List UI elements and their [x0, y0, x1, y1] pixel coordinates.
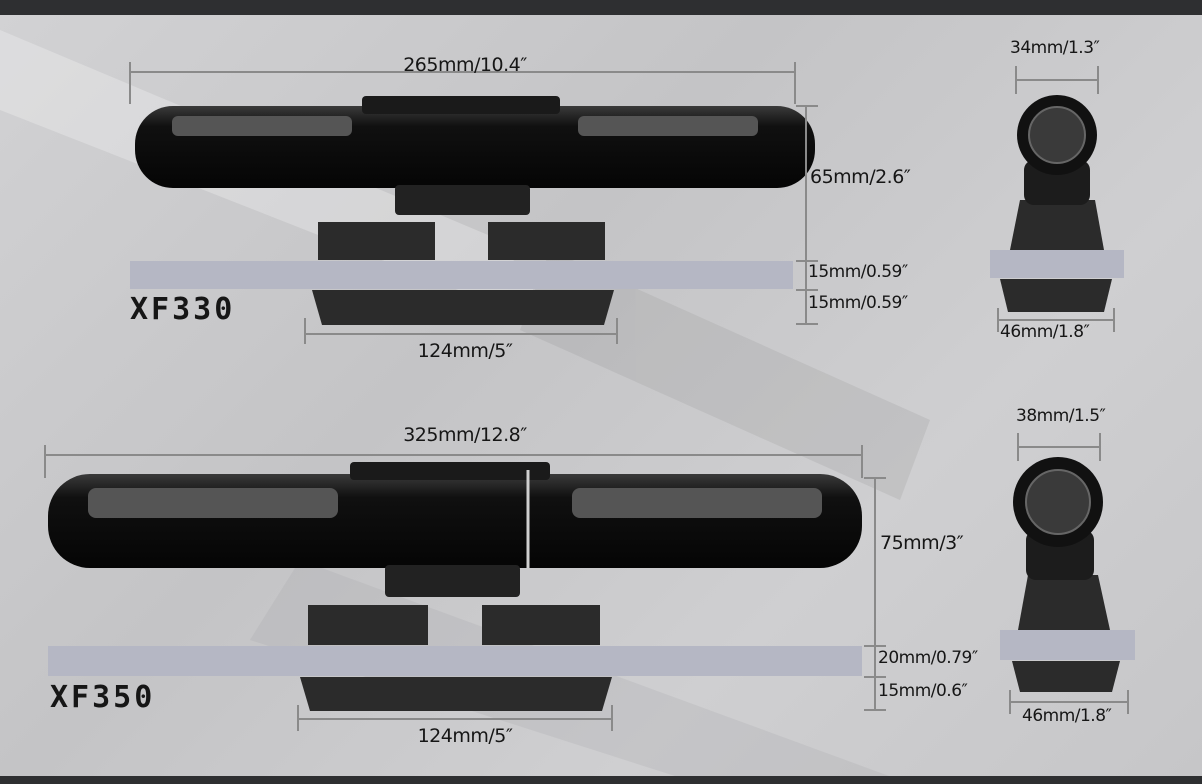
- xf330-bracket-right: [488, 222, 605, 260]
- xf350-model-label: XF350: [50, 680, 156, 715]
- xf330-magnet-thickness-label: 15mm/0.59″: [808, 293, 908, 313]
- top-frame-bar: [0, 0, 1202, 15]
- xf350-side-base-label: 46mm/1.8″: [1022, 706, 1112, 726]
- xf350-side-view: [1000, 433, 1135, 714]
- xf330-glass-label: 15mm/0.59″: [808, 262, 908, 282]
- xf350-bracket-left: [308, 605, 428, 645]
- xf350-magnet: [300, 677, 612, 711]
- xf350-glass-label: 20mm/0.79″: [878, 648, 978, 668]
- dim-line-xf330-height: [796, 105, 818, 325]
- xf330-model-label: XF330: [130, 292, 236, 327]
- xf330-side-base-label: 46mm/1.8″: [1000, 322, 1090, 342]
- xf350-bracket-right: [482, 605, 600, 645]
- xf330-bracket-left: [318, 222, 435, 260]
- xf350-height-label: 75mm/3″: [880, 532, 964, 554]
- xf330-intake-grille: [172, 116, 758, 136]
- xf350-length-label: 325mm/12.8″: [403, 424, 527, 446]
- xf330-front-view: [129, 62, 818, 344]
- bottom-frame-bar: [0, 776, 1202, 784]
- xf350-side-width-label: 38mm/1.5″: [1016, 406, 1106, 426]
- dim-line-xf330-length: [129, 62, 796, 104]
- xf330-height-label: 65mm/2.6″: [810, 166, 911, 188]
- xf350-magnet-thickness-label: 15mm/0.6″: [878, 681, 968, 701]
- xf330-side-width-label: 34mm/1.3″: [1010, 38, 1100, 58]
- xf330-glass: [130, 261, 793, 289]
- dim-line-xf330-magnet: [304, 318, 618, 344]
- xf350-magnet-width-label: 124mm/5″: [417, 725, 513, 747]
- xf350-front-view: [44, 445, 886, 731]
- xf330-side-view: [990, 66, 1124, 332]
- xf330-magnet: [312, 290, 614, 325]
- xf330-magnet-width-label: 124mm/5″: [417, 340, 513, 362]
- xf330-length-label: 265mm/10.4″: [403, 54, 527, 76]
- xf350-glass: [48, 646, 862, 676]
